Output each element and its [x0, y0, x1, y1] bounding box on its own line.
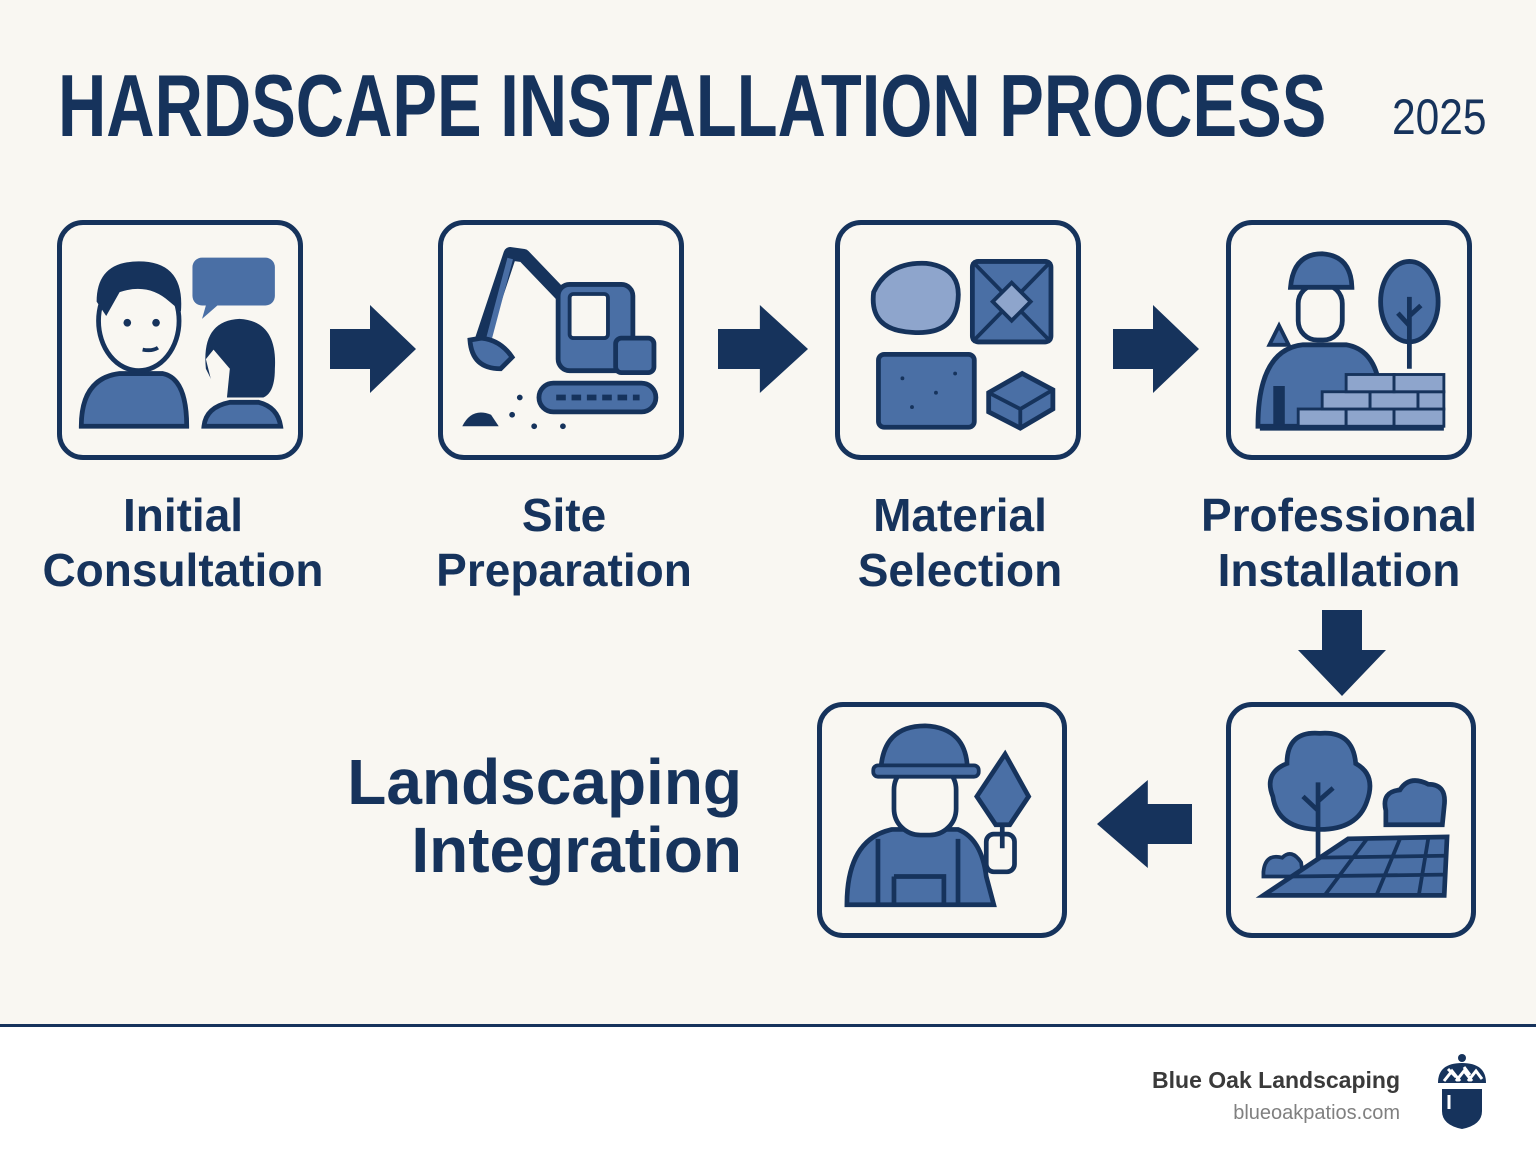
footer: Blue Oak Landscaping blueoakpatios.com: [0, 1024, 1536, 1157]
arrow-down-icon: [1298, 610, 1386, 696]
arrow-left-icon: [1097, 780, 1192, 868]
step-landscaping-integration-card: [817, 702, 1067, 938]
finished-patio-icon: [1255, 730, 1450, 898]
page-title: HARDSCAPE INSTALLATION PROCESS: [58, 56, 1327, 155]
consultation-icon: [78, 257, 284, 429]
worker-trowel-icon: [844, 723, 1032, 908]
year-label: 2025: [1392, 89, 1487, 145]
excavator-icon: [462, 247, 659, 430]
brand: Blue Oak Landscaping blueoakpatios.com: [1152, 1067, 1400, 1125]
arrow-right-icon: [330, 305, 416, 393]
step-finished-patio-card: [1226, 702, 1476, 938]
worker-bricks-icon: [1255, 251, 1446, 431]
arrow-right-icon: [718, 305, 808, 393]
acorn-logo-icon: [1438, 1054, 1486, 1129]
step-consultation-card: [57, 220, 303, 460]
arrow-right-icon: [1113, 305, 1199, 393]
step-professional-installation-card: [1226, 220, 1472, 460]
brand-url: blueoakpatios.com: [1233, 1102, 1400, 1124]
step-site-preparation-card: [438, 220, 684, 460]
materials-icon: [870, 259, 1056, 431]
step-material-selection-card: [835, 220, 1081, 460]
brand-name: Blue Oak Landscaping: [1152, 1067, 1400, 1093]
